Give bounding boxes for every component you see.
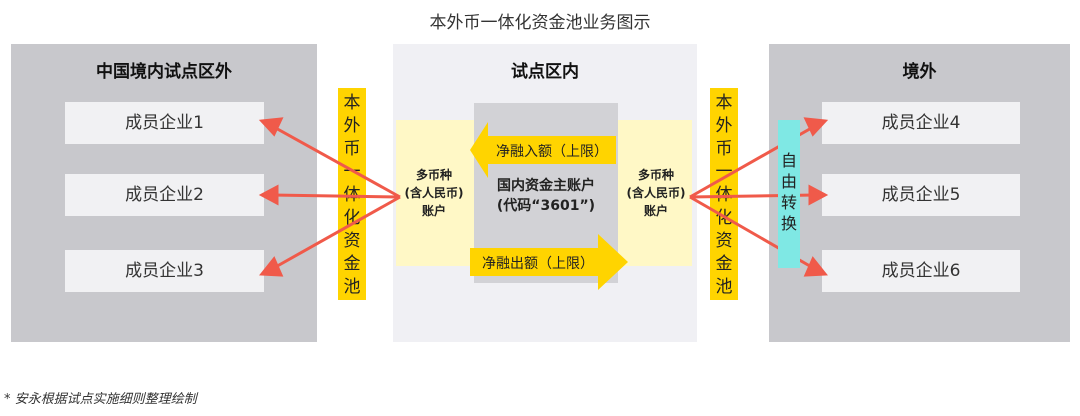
arrowhead-member-1 bbox=[258, 117, 284, 137]
diagram-title: 本外币一体化资金池业务图示 bbox=[429, 13, 651, 33]
inflow-label: 净融入额（上限） bbox=[496, 144, 608, 160]
arrowhead-member-4 bbox=[803, 117, 829, 137]
member-company-6: 成员企业6 bbox=[822, 250, 1020, 292]
left-multicurrency-account: 多币种 (含人民币) 账户 bbox=[396, 166, 472, 220]
domestic-master-account: 国内资金主账户 (代码“3601”) bbox=[474, 176, 618, 216]
left-connector-2 bbox=[271, 193, 401, 199]
right-account-line-3: 账户 bbox=[643, 204, 668, 218]
inflow-arrow bbox=[470, 122, 616, 178]
member-company-2: 成员企业2 bbox=[65, 174, 264, 216]
pool-right-char: 本 bbox=[715, 93, 733, 113]
pool-right-char: 池 bbox=[715, 277, 733, 297]
free-conversion-char: 转 bbox=[780, 193, 797, 212]
free-conversion-char: 由 bbox=[780, 172, 797, 191]
pool-bar-left: 本 外 币 一 体 化 资 金 池 bbox=[338, 88, 366, 300]
arrowhead-member-5 bbox=[808, 184, 829, 206]
right-account-line-1: 多币种 bbox=[637, 168, 674, 182]
member-company-3: 成员企业3 bbox=[65, 250, 264, 292]
panel-pilot-zone-title: 试点区内 bbox=[511, 62, 579, 82]
pool-left-char: 外 bbox=[343, 116, 361, 136]
pool-left-char: 池 bbox=[343, 277, 361, 297]
outflow-label: 净融出额（上限） bbox=[482, 256, 594, 272]
master-account-name: 国内资金主账户 bbox=[497, 178, 595, 194]
pool-bar-right: 本 外 币 一 体 化 资 金 池 bbox=[710, 88, 738, 300]
free-conversion-char: 自 bbox=[780, 151, 797, 170]
left-account-line-3: 账户 bbox=[421, 204, 446, 218]
right-multicurrency-account: 多币种 (含人民币) 账户 bbox=[618, 166, 694, 220]
pool-right-char: 外 bbox=[715, 116, 733, 136]
pool-right-char: 金 bbox=[715, 254, 733, 274]
free-conversion-char: 换 bbox=[780, 214, 797, 233]
left-connector-1 bbox=[271, 124, 401, 199]
right-account-line-2: (含人民币) bbox=[626, 186, 686, 200]
left-account-line-2: (含人民币) bbox=[404, 186, 464, 200]
pool-left-char: 金 bbox=[343, 254, 361, 274]
panel-overseas-title: 境外 bbox=[902, 62, 937, 82]
outflow-arrow bbox=[470, 234, 628, 290]
arrowhead-member-3 bbox=[259, 256, 284, 277]
pool-left-char: 币 bbox=[343, 139, 361, 159]
arrowhead-member-6 bbox=[803, 256, 828, 277]
left-connector-3 bbox=[271, 195, 401, 271]
pool-right-char: 币 bbox=[715, 139, 733, 159]
pool-left-char: 资 bbox=[343, 231, 361, 251]
free-conversion-bar: 自 由 转 换 bbox=[778, 120, 800, 268]
master-account-code: (代码“3601”) bbox=[496, 198, 596, 214]
pool-right-char: 一 bbox=[715, 162, 733, 182]
member-company-4: 成员企业4 bbox=[822, 102, 1020, 144]
pool-right-char: 资 bbox=[715, 231, 733, 251]
left-account-line-1: 多币种 bbox=[415, 168, 452, 182]
arrowhead-member-2 bbox=[258, 184, 279, 206]
member-company-1: 成员企业1 bbox=[65, 102, 264, 144]
member-company-5: 成员企业5 bbox=[822, 174, 1020, 216]
panel-domestic-outside-title: 中国境内试点区外 bbox=[96, 62, 232, 82]
footnote: * 安永根据试点实施细则整理绘制 bbox=[4, 392, 197, 407]
pool-left-char: 本 bbox=[343, 93, 361, 113]
